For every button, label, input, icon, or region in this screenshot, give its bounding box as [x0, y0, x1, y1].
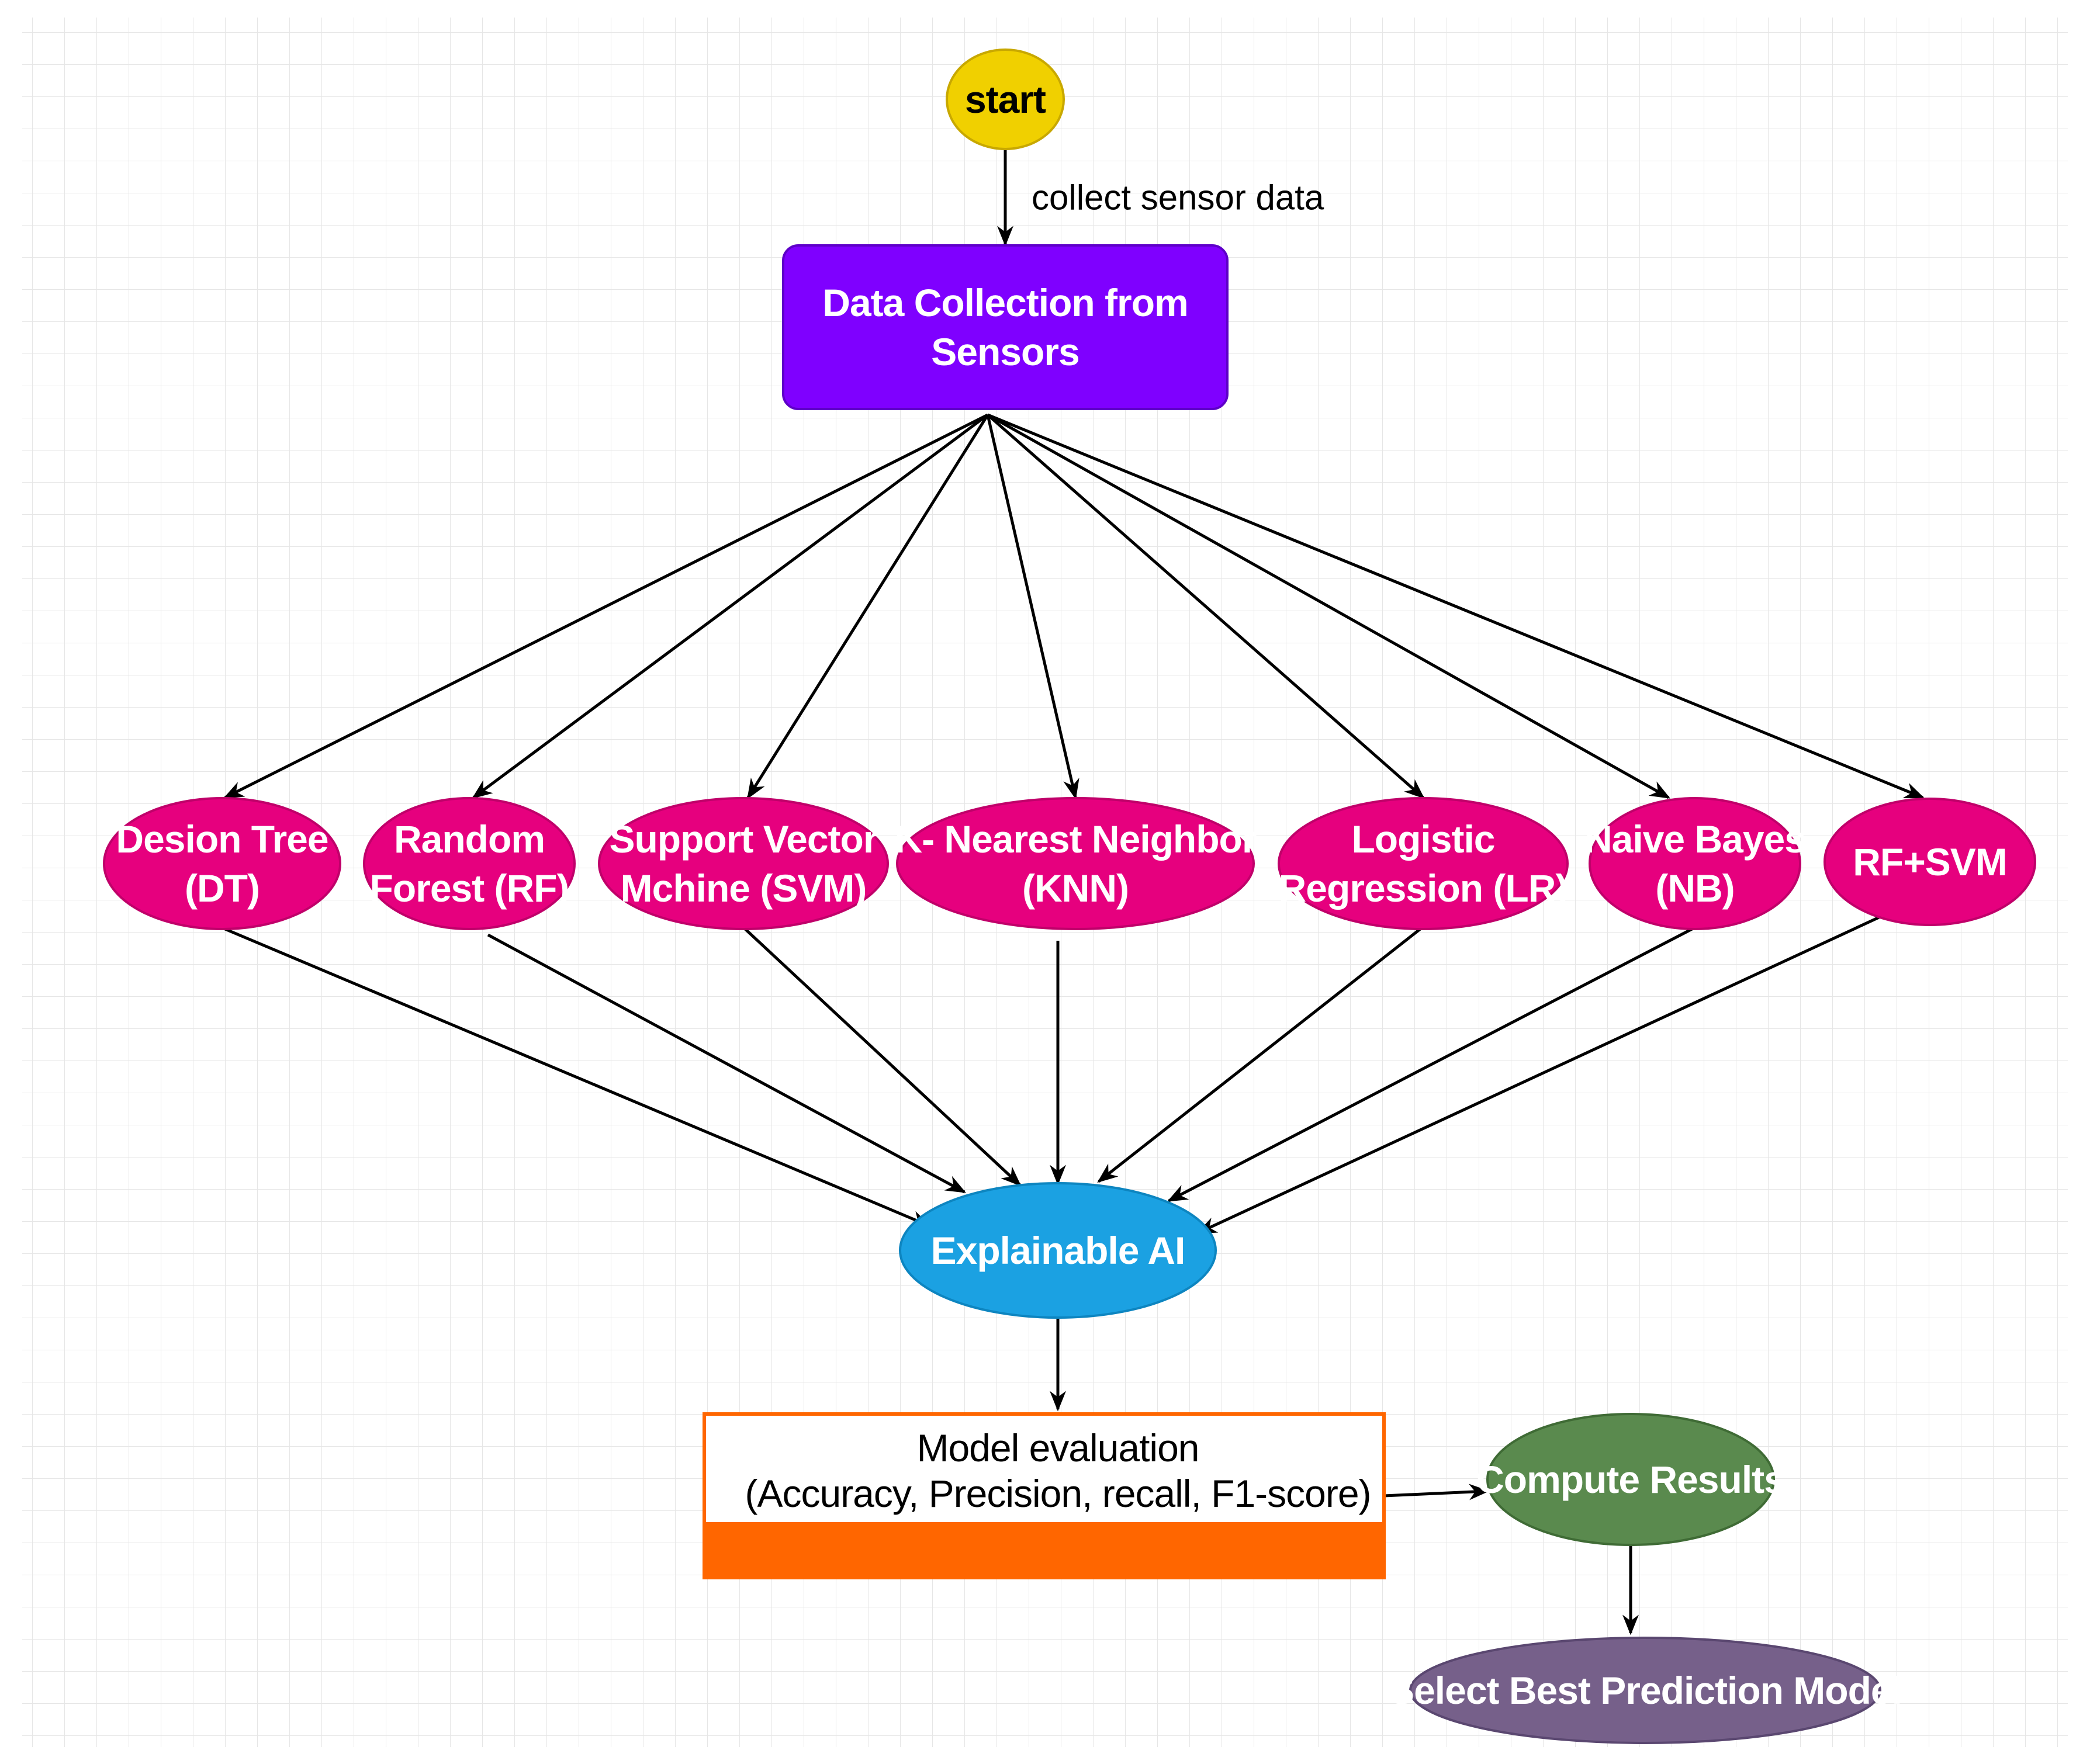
edge-label-collect-sensor-data: collect sensor data — [1032, 178, 1324, 217]
edge-collection-to-knn — [986, 414, 1079, 800]
knn-label-line: K- Nearest Neighbor — [894, 817, 1256, 861]
svg-text:Naive Bayes(NB): Naive Bayes (NB) — [1584, 817, 1805, 910]
edge-svm-to-xai — [744, 928, 1022, 1187]
data-collection-label-line: Data Collection from — [822, 281, 1188, 324]
edge-collection-to-lr — [987, 414, 1425, 799]
node-select-best-model: Select Best Prediction Model — [1389, 1637, 1902, 1744]
svm-label-line: Mchine (SVM) — [621, 867, 867, 910]
edge-rf-to-xai — [487, 933, 967, 1194]
model-evaluation-band — [704, 1522, 1384, 1578]
edge-collection-to-nb — [987, 413, 1671, 799]
node-rf-svm: RF+SVM — [1824, 798, 2036, 926]
nb-label-line: (NB) — [1655, 867, 1734, 910]
data-collection-label-line: Sensors — [931, 330, 1079, 373]
node-naive-bayes: Naive Bayes (NB) — [1584, 797, 1806, 930]
node-model-evaluation: Model evaluation(Accuracy, Precision, re… — [703, 1412, 1386, 1579]
svg-text:start: start — [965, 78, 1046, 121]
node-explainable-ai: Explainable AI — [899, 1182, 1217, 1319]
svg-text:RF+SVM: RF+SVM — [1853, 840, 2007, 883]
edges: collect sensor data — [223, 149, 1925, 1635]
model-eval-label-line: (Accuracy, Precision, recall, F1-score) — [745, 1472, 1371, 1515]
node-compute-results: Compute Results — [1476, 1413, 1786, 1546]
svg-text:K- Nearest Neighbor(KNN): K- Nearest Neighbor (KNN) — [894, 817, 1256, 910]
lr-label-line: Regression (LR) — [1279, 867, 1568, 910]
edge-dt-to-xai — [224, 927, 932, 1228]
node-start: start — [946, 48, 1065, 150]
dt-label-line: Desion Tree — [116, 817, 328, 861]
edge-collection-to-dt — [223, 413, 989, 799]
edge-collection-to-rfsvm — [987, 413, 1925, 799]
edge-nb-to-xai — [1167, 927, 1693, 1202]
svg-text:Compute Results: Compute Results — [1476, 1458, 1785, 1501]
rf-label-line: Forest (RF) — [370, 867, 569, 910]
svg-text:Explainable AI: Explainable AI — [931, 1229, 1185, 1272]
edge-lr-to-xai — [1097, 928, 1421, 1183]
rf-label-line: Random — [394, 817, 545, 861]
dt-label-line: (DT) — [185, 867, 259, 910]
node-knn: K- Nearest Neighbor (KNN) — [894, 797, 1257, 930]
knn-label-line: (KNN) — [1022, 867, 1129, 910]
svg-text:Desion Tree(DT): Desion Tree (DT) — [116, 817, 328, 910]
edge-eval-to-compute — [1383, 1484, 1490, 1500]
lr-label-line: Logistic — [1351, 817, 1494, 861]
svg-text:Model evaluation(Accuracy, Pre: Model evaluation(Accuracy, Precision, re… — [745, 1426, 1371, 1515]
edge-collection-to-rf — [472, 413, 989, 799]
svm-label-line: Support Vector — [609, 817, 877, 861]
svg-text:Select Best Prediction Model: Select Best Prediction Model — [1389, 1669, 1902, 1712]
edge-collection-to-svm — [746, 414, 989, 799]
edge-rfsvm-to-xai — [1196, 916, 1880, 1235]
node-decision-tree: Desion Tree (DT) — [103, 797, 341, 930]
model-eval-label-line: Model evaluation — [917, 1426, 1199, 1470]
nb-label-line: Naive Bayes — [1584, 817, 1805, 861]
